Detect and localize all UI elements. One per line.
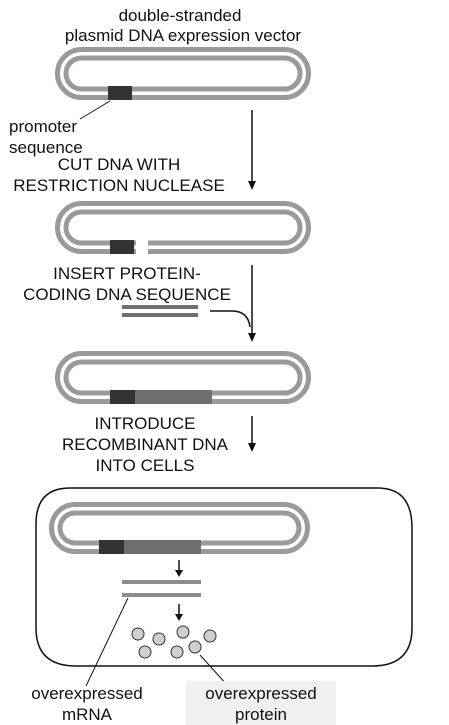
promoter-segment: [99, 540, 124, 554]
vector-title-line2: plasmid DNA expression vector: [64, 26, 302, 45]
plasmid-recombinant: [55, 351, 311, 404]
plasmid-intact: [55, 47, 311, 120]
promoter-segment: [110, 390, 135, 404]
vector-title-line1: double-stranded: [118, 6, 242, 25]
protein-label: overexpressed protein: [186, 683, 336, 725]
protein-molecule: [176, 625, 190, 639]
vector-title-2: plasmid DNA expression vector: [28, 25, 338, 46]
step-introduce-line2: RECOMBINANT DNA: [62, 435, 228, 454]
step-cut-line1: CUT DNA WITH: [57, 155, 181, 174]
protein-label-line1: overexpressed: [205, 684, 317, 703]
host-cell-outline: [35, 487, 413, 667]
mrna-bars: [122, 580, 201, 597]
protein-label-highlight: [186, 681, 336, 725]
arrow-insert: [210, 265, 256, 342]
protein-molecule: [152, 632, 166, 646]
promoter-label-line2: sequence: [9, 138, 83, 157]
step-insert-label: INSERT PROTEIN- CODING DNA SEQUENCE: [10, 263, 244, 305]
protein-molecule: [170, 645, 184, 659]
plasmid-cut: [55, 201, 311, 258]
inserted-coding-sequence: [135, 390, 212, 404]
step-insert-line2: CODING DNA SEQUENCE: [23, 285, 231, 304]
protein-molecules: [131, 625, 217, 659]
protein-molecule: [131, 627, 145, 641]
restriction-gap: [136, 238, 148, 258]
protein-molecule: [203, 629, 217, 643]
insert-dna-fragment: [122, 305, 198, 317]
vector-title: double-stranded: [100, 5, 260, 26]
protein-molecule: [138, 645, 152, 659]
mrna-label-line1: overexpressed: [31, 684, 143, 703]
arrow-introduce: [248, 416, 256, 452]
promoter-segment: [108, 86, 132, 100]
arrow-transcription: [175, 560, 183, 577]
step-introduce-line1: INTRODUCE: [94, 414, 196, 433]
protein-pointer-line: [199, 654, 229, 687]
step-insert-line1: INSERT PROTEIN-: [53, 264, 201, 283]
protein-molecule: [188, 640, 202, 654]
promoter-pointer-line: [79, 100, 111, 120]
promoter-label: promoter sequence: [9, 116, 83, 158]
plasmid-in-cell: [49, 502, 310, 554]
promoter-label-line1: promoter: [9, 117, 78, 136]
mrna-label-line2: mRNA: [61, 705, 113, 724]
arrow-translation: [175, 604, 183, 621]
mrna-label: overexpressed mRNA: [14, 683, 160, 725]
promoter-segment: [110, 240, 134, 254]
arrow-cut: [248, 110, 256, 190]
inserted-coding-sequence: [124, 540, 201, 554]
step-introduce-label: INTRODUCE RECOMBINANT DNA INTO CELLS: [60, 413, 230, 476]
step-cut-label: CUT DNA WITH RESTRICTION NUCLEASE: [0, 154, 238, 196]
mrna-pointer-line: [85, 597, 129, 687]
protein-label-line2: protein: [235, 705, 287, 724]
step-cut-line2: RESTRICTION NUCLEASE: [13, 176, 225, 195]
step-introduce-line3: INTO CELLS: [95, 456, 195, 475]
